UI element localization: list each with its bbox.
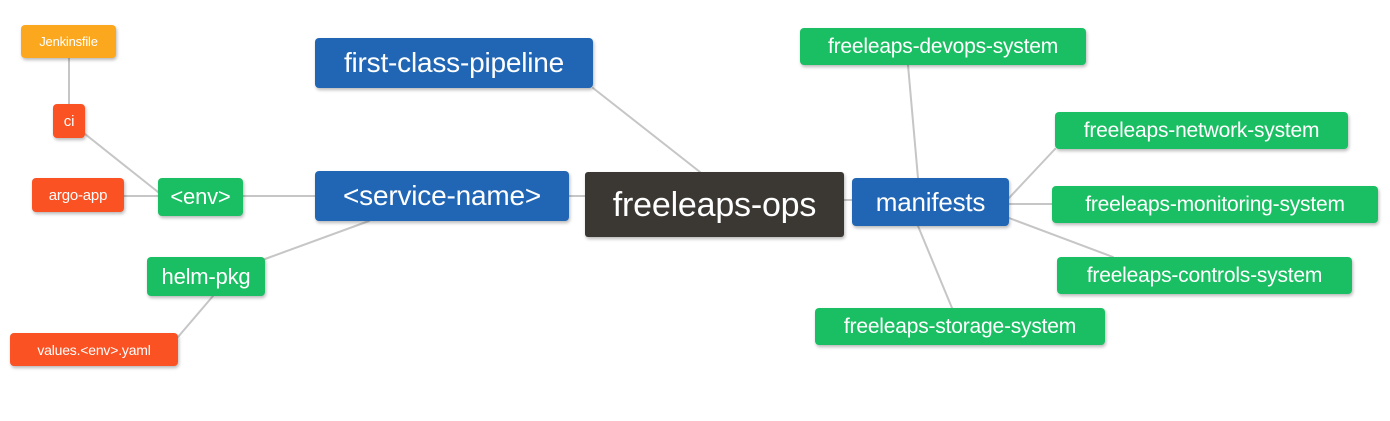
node-label: freeleaps-storage-system <box>843 315 1077 338</box>
edge-values-env-yaml-to-helm-pkg <box>177 295 214 338</box>
node-freeleaps-controls-system[interactable]: freeleaps-controls-system <box>1057 257 1352 294</box>
edge-manifests-to-freeleaps-devops-system <box>907 64 919 179</box>
node-manifests[interactable]: manifests <box>852 178 1009 226</box>
node-label: argo-app <box>48 186 108 204</box>
node-label: first-class-pipeline <box>343 47 565 78</box>
node-label: freeleaps-controls-system <box>1086 264 1323 287</box>
edge-manifests-to-freeleaps-network-system <box>1008 148 1056 199</box>
node-first-class-pipeline[interactable]: first-class-pipeline <box>315 38 593 88</box>
node-label: <env> <box>170 184 231 209</box>
node-freeleaps-storage-system[interactable]: freeleaps-storage-system <box>815 308 1105 345</box>
edge-first-class-pipeline-to-root <box>592 87 701 173</box>
node-env[interactable]: <env> <box>158 178 243 216</box>
node-helm-pkg[interactable]: helm-pkg <box>147 257 265 296</box>
node-label: freeleaps-ops <box>612 185 817 224</box>
node-freeleaps-devops-system[interactable]: freeleaps-devops-system <box>800 28 1086 65</box>
node-label: <service-name> <box>343 180 541 211</box>
edge-manifests-to-freeleaps-controls-system <box>1008 217 1114 258</box>
node-label: freeleaps-devops-system <box>828 35 1058 58</box>
node-root[interactable]: freeleaps-ops <box>585 172 844 237</box>
node-argo-app[interactable]: argo-app <box>32 178 124 212</box>
node-label: ci <box>63 112 75 130</box>
node-ci[interactable]: ci <box>53 104 85 138</box>
node-values-env-yaml[interactable]: values.<env>.yaml <box>10 333 178 366</box>
node-label: helm-pkg <box>161 263 251 289</box>
node-label: manifests <box>875 187 986 217</box>
node-label: values.<env>.yaml <box>37 341 151 358</box>
node-freeleaps-monitoring-system[interactable]: freeleaps-monitoring-system <box>1052 186 1378 223</box>
node-freeleaps-network-system[interactable]: freeleaps-network-system <box>1055 112 1348 149</box>
node-jenkinsfile[interactable]: Jenkinsfile <box>21 25 116 58</box>
node-label: Jenkinsfile <box>39 34 98 49</box>
edge-manifests-to-freeleaps-storage-system <box>917 225 953 309</box>
node-service-name[interactable]: <service-name> <box>315 171 569 221</box>
edge-helm-pkg-to-service-name <box>264 220 370 260</box>
node-label: freeleaps-network-system <box>1083 119 1320 142</box>
node-label: freeleaps-monitoring-system <box>1085 193 1345 216</box>
